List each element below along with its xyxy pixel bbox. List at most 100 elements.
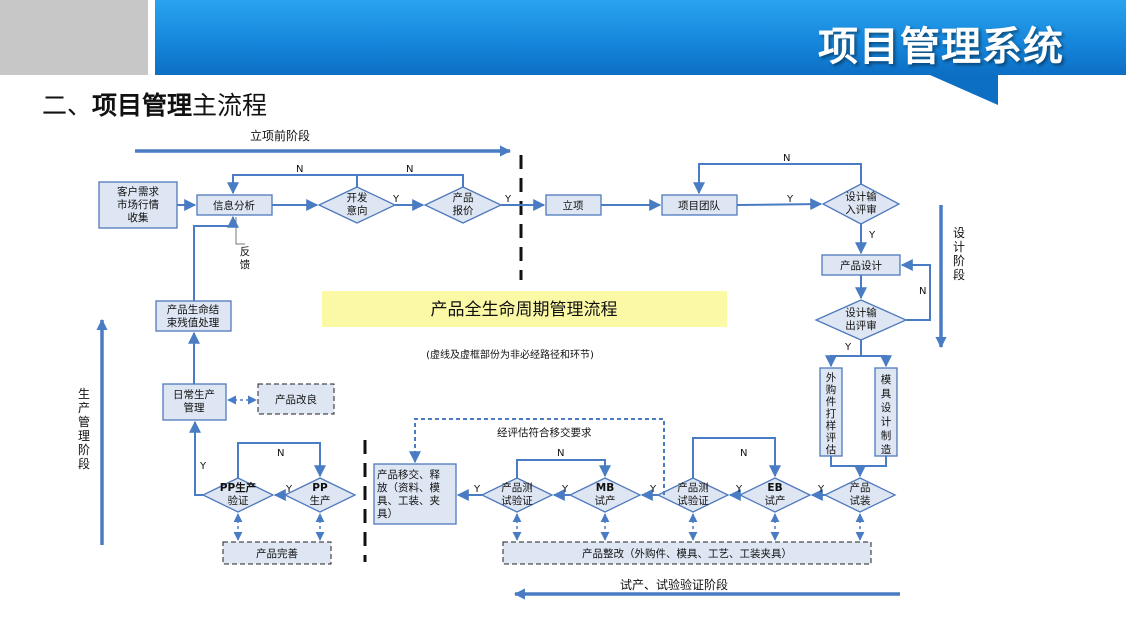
node-transfer-l0: 产品移交、释 — [377, 468, 440, 481]
node-team: 项目团队 — [678, 199, 720, 212]
node-purchase-c0: 外 — [826, 372, 837, 384]
node-perfect: 产品完善 — [256, 547, 298, 560]
label-y-ebtest: Y — [649, 484, 657, 495]
node-purchase-c2: 件 — [826, 396, 837, 408]
label-y-trial: Y — [817, 484, 825, 495]
node-quote-l0: 产品 — [453, 191, 474, 204]
node-mould-c5: 造 — [881, 443, 892, 456]
phase-label-production-c1: 产 — [78, 401, 90, 415]
node-eb-test-diamond — [656, 477, 730, 513]
node-purchase-text: 外 购 件 打 样 评 估 — [826, 372, 837, 456]
label-dashed-transfer: 经评估符合移交要求 — [497, 426, 592, 439]
conn-purchase-trial — [830, 456, 866, 478]
phase-label-design-c1: 计 — [953, 240, 965, 254]
node-transfer-l3: 具） — [377, 508, 398, 520]
label-y-mb: Y — [561, 484, 569, 495]
conn-quote-n-loop — [357, 174, 464, 187]
node-purchase-c1: 购 — [826, 383, 837, 396]
conn-designout-n-loop — [900, 259, 931, 321]
node-eol-l0: 产品生命结 — [167, 303, 220, 316]
node-feedback-l1: 馈 — [240, 258, 251, 271]
node-pp-prod-diamond — [283, 477, 357, 513]
node-pp-prod-l1: 生产 — [310, 494, 331, 507]
node-eb-diamond — [738, 477, 812, 513]
node-mould-c3: 计 — [881, 415, 892, 428]
label-y-quote: Y — [504, 194, 512, 205]
node-improve: 产品改良 — [275, 393, 317, 406]
label-n-quote: N — [406, 164, 413, 175]
phase-label-production-c3: 理 — [78, 429, 90, 443]
system-title: 项目管理系统 — [818, 24, 1064, 70]
node-daily-box — [162, 383, 227, 421]
node-mould-text: 模 具 设 计 制 造 — [881, 374, 892, 456]
node-transfer-l1: 放（资料、模 — [377, 481, 440, 494]
phase-label-production: 生 产 管 理 阶 段 — [78, 387, 90, 471]
node-dev-l1: 意向 — [347, 204, 368, 217]
node-dev-diamond — [317, 186, 397, 224]
center-title: 产品全生命周期管理流程 — [431, 300, 618, 320]
node-purchase-c3: 打 — [826, 407, 837, 420]
node-transfer-l2: 具、工装、夹 — [377, 494, 440, 507]
node-info: 信息分析 — [213, 199, 255, 212]
conn-ppverify-daily — [189, 420, 203, 496]
node-mb-test-diamond — [480, 477, 554, 513]
node-pp-verify-l0: PP生产 — [220, 481, 256, 494]
conn-dashed-transfer — [409, 418, 665, 495]
phase-label-production-c0: 生 — [78, 387, 90, 401]
node-rectify-box — [502, 541, 872, 565]
node-trial-assembly-l0: 产品 — [850, 481, 871, 494]
section-title-prefix: 二、 — [42, 91, 93, 120]
node-mb-l1: 试产 — [595, 494, 616, 507]
center-title-box — [322, 291, 727, 327]
node-purchase-c6: 估 — [826, 443, 837, 456]
label-n-designout: N — [919, 286, 926, 297]
node-design-in-l0: 设计输 — [845, 190, 877, 203]
node-eol-l1: 束残值处理 — [167, 316, 220, 329]
conn-eol-info — [193, 215, 239, 301]
node-pp-verify-diamond — [201, 477, 275, 513]
node-eol-box — [155, 300, 232, 332]
phase-label-design-c2: 阶 — [953, 254, 965, 268]
label-y-ppverify: Y — [199, 461, 207, 472]
label-y-designout: Y — [844, 342, 852, 353]
conn-designout-split — [825, 340, 862, 368]
phase-label-pre: 立项前阶段 — [250, 128, 310, 143]
label-y-mbtest: Y — [473, 484, 481, 495]
node-eb-test-l1: 试验证 — [677, 494, 709, 507]
label-n-ebtest: N — [740, 448, 747, 459]
node-perfect-box — [222, 541, 332, 565]
conn-ebtest-n-loop — [692, 437, 781, 478]
center-note: (虚线及虚框部份为非必经路径和环节) — [426, 348, 594, 361]
node-purchase-c5: 评 — [826, 432, 837, 444]
phase-label-design: 设 计 阶 段 — [953, 226, 965, 282]
node-design-out-l1: 出评审 — [845, 319, 877, 332]
node-daily-l1: 管理 — [184, 401, 205, 414]
conn-designin-n-loop — [693, 163, 862, 195]
node-trial-assembly-l1: 试装 — [850, 494, 871, 507]
label-n-ppverify: N — [277, 448, 284, 459]
label-n-designin: N — [783, 153, 790, 164]
section-title-rest: 主流程 — [192, 91, 268, 120]
node-improve-box — [257, 383, 335, 415]
node-mould-c4: 制 — [881, 429, 892, 442]
node-customer-l0: 客户需求 — [117, 185, 159, 198]
node-mb-diamond — [568, 477, 642, 513]
node-trial-assembly-diamond — [823, 477, 897, 513]
node-daily-l0: 日常生产 — [173, 388, 215, 401]
label-y-ppprod: Y — [285, 484, 293, 495]
label-n-mbtest: N — [557, 448, 564, 459]
node-feedback-l0: 反 — [240, 246, 251, 258]
node-design-in-l1: 入评审 — [845, 203, 877, 216]
node-eb-test-l0: 产品测 — [677, 481, 709, 494]
node-mb-test-l0: 产品测 — [501, 481, 533, 494]
node-pp-prod-l0: PP — [312, 482, 328, 494]
node-pp-verify-l1: 验证 — [228, 494, 249, 507]
node-eb-l0: EB — [767, 482, 782, 494]
section-title-bold: 项目管理 — [92, 91, 193, 120]
node-setup: 立项 — [563, 199, 584, 212]
node-rectify: 产品整改（外购件、模具、工艺、工装夹具） — [582, 547, 792, 560]
node-dev-l0: 开发 — [347, 191, 368, 204]
section-title: 二、项目管理主流程 — [42, 86, 267, 122]
phase-label-production-c5: 段 — [78, 456, 90, 471]
